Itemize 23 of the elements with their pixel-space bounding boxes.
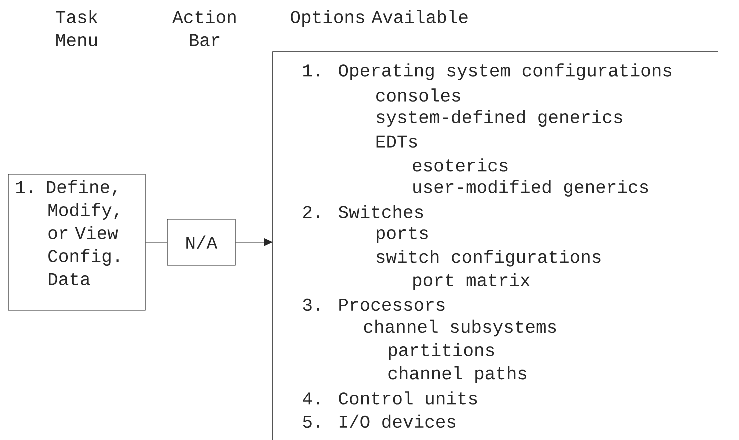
option-text: ports: [376, 227, 428, 243]
option-text: 4. Control units: [303, 392, 478, 405]
task-box: 1. Define, Modify, or View Config. Data: [8, 174, 146, 311]
connector: [145, 242, 168, 243]
option-text: esoterics: [413, 158, 508, 172]
option-text: 1. Operating system configurations: [304, 64, 672, 80]
option-text: consoles: [376, 88, 460, 102]
option-text: partitions: [389, 343, 494, 360]
option-text: system-defined generics: [376, 110, 622, 127]
option-text: 5. I/O devices: [303, 414, 456, 428]
column-heading: Task Menu: [56, 10, 98, 46]
option-text: channel subsystems: [364, 320, 556, 337]
option-text: user-modified generics: [414, 180, 648, 197]
option-text: port matrix: [414, 273, 530, 290]
options-panel: [272, 52, 719, 440]
column-heading: Options Available: [291, 10, 468, 27]
option-text: EDTs: [376, 136, 418, 148]
option-text: channel paths: [388, 366, 527, 384]
option-text: 3. Processors: [303, 298, 445, 312]
column-heading: Action Bar: [172, 10, 236, 46]
option-text: 2. Switches: [303, 205, 424, 218]
option-text: switch configurations: [376, 250, 601, 267]
action-box: N/A: [167, 219, 236, 266]
